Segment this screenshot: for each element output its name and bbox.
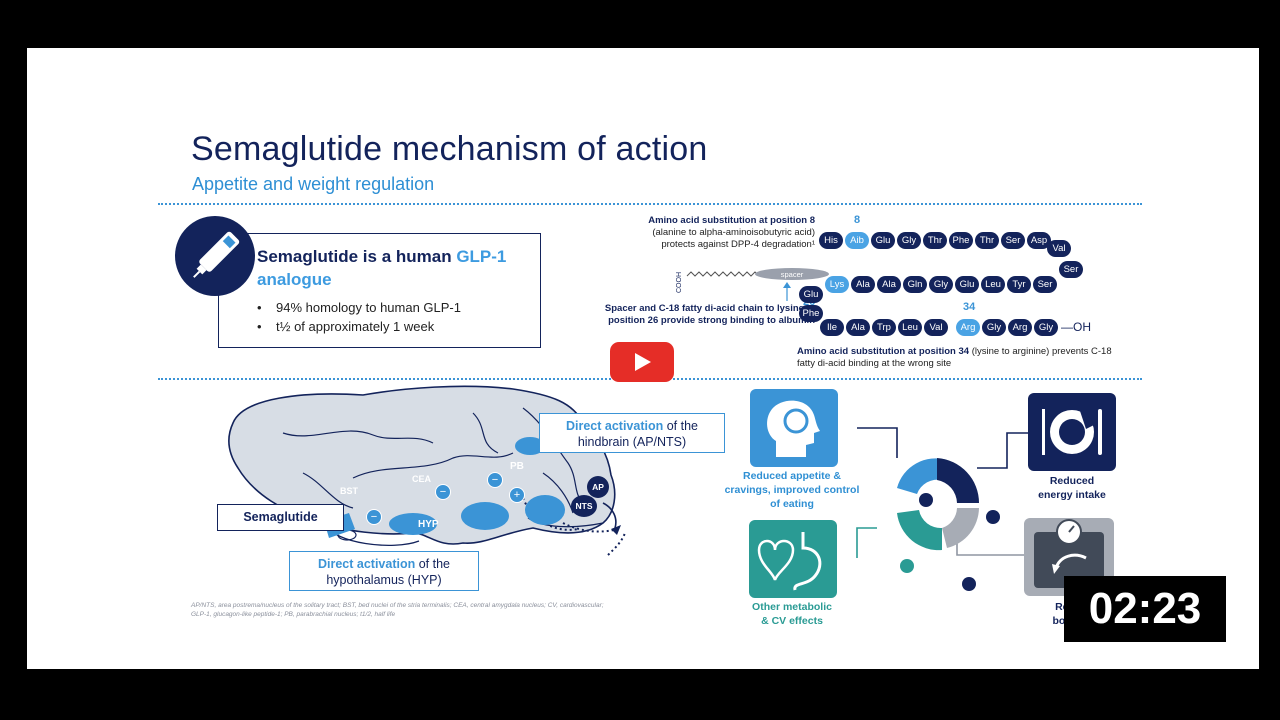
divider-top: [158, 203, 1142, 205]
aa-row3-6: Arg: [956, 319, 980, 336]
bst-label: BST: [340, 486, 358, 496]
aa-row2-9: Tyr: [1007, 276, 1031, 293]
play-icon: [635, 353, 651, 371]
minus-cea: −: [435, 484, 451, 500]
aa-row1-8: Ser: [1001, 232, 1025, 249]
aa-row2-1: Glu: [799, 286, 823, 303]
aa-row1-2: Aib: [845, 232, 869, 249]
aa-row1-3: Glu: [871, 232, 895, 249]
appetite-label: Reduced appetite &cravings, improved con…: [724, 470, 860, 510]
nts-badge: NTS: [571, 495, 597, 517]
aa-row2-6: Gly: [929, 276, 953, 293]
aa-val: Val: [1047, 240, 1071, 257]
aa-row3-8: Arg: [1008, 319, 1032, 336]
cea-label: CEA: [412, 474, 432, 484]
aa-row3-3: Trp: [872, 319, 896, 336]
position-34-number: 34: [963, 301, 976, 313]
minus-pb: −: [487, 472, 503, 488]
cooh-label: COOH: [676, 272, 683, 293]
substitution-8-note: Amino acid substitution at position 8 (a…: [648, 215, 815, 250]
brain-illustration: [228, 385, 626, 556]
slide-title: Semaglutide mechanism of action: [191, 130, 708, 168]
aa-row1-9: Asp: [1027, 232, 1051, 249]
pb-label: PB: [510, 461, 524, 472]
aa-row1-7: Thr: [975, 232, 999, 249]
slide-subtitle: Appetite and weight regulation: [192, 174, 435, 194]
video-timer: 02:23: [1064, 576, 1226, 642]
heart-stomach-icon: [749, 520, 837, 598]
aa-row2-7: Glu: [955, 276, 979, 293]
hypothalamus-label-box: Direct activation of the hypothalamus (H…: [289, 551, 479, 591]
effects-connectors: [856, 427, 1029, 591]
aa-row2-2: Lys: [825, 276, 849, 293]
aa-row1-5: Thr: [923, 232, 947, 249]
aa-row2-3: Ala: [851, 276, 875, 293]
aa-row1-6: Phe: [949, 232, 973, 249]
semaglutide-label-box: Semaglutide: [217, 504, 344, 531]
aa-ser-turn: Ser: [1059, 261, 1083, 278]
analogue-title-prefix: Semaglutide is a human: [257, 247, 457, 266]
spacer-note: Spacer and C-18 fatty di-acid chain to l…: [604, 303, 815, 326]
hyp-label: HYP: [418, 519, 439, 530]
aa-row3-4: Leu: [898, 319, 922, 336]
peptide-chain-svg: COOH spacer: [676, 268, 829, 301]
aa-row2-4: Ala: [877, 276, 901, 293]
spacer-label: spacer: [781, 270, 804, 279]
analogue-title: Semaglutide is a human GLP-1 analogue: [257, 245, 537, 291]
oh-terminal: —OH: [1061, 320, 1091, 334]
aa-row3-9: Gly: [1034, 319, 1058, 336]
analogue-title-suffix: analogue: [257, 270, 332, 289]
play-button[interactable]: [610, 342, 674, 382]
aa-row3-7: Gly: [982, 319, 1006, 336]
aa-row3-5: Val: [924, 319, 948, 336]
aa-row2-10: Ser: [1033, 276, 1057, 293]
plus-pb: +: [509, 487, 525, 503]
bullet-half-life: • t½ of approximately 1 week: [257, 319, 435, 334]
slide: Semaglutide mechanism of action Appetite…: [24, 45, 1262, 672]
hindbrain-label-box: Direct activation of the hindbrain (AP/N…: [539, 413, 725, 453]
substitution-34-note: Amino acid substitution at position 34 (…: [797, 346, 1112, 369]
analogue-box: Semaglutide is a human GLP-1 analogue • …: [218, 233, 541, 348]
metabolic-label: Other metabolic& CV effects: [752, 601, 832, 627]
injection-pen-icon: [175, 216, 255, 296]
aa-row3-1: Ile: [820, 319, 844, 336]
minus-bst: −: [366, 509, 382, 525]
aa-row3-2: Ala: [846, 319, 870, 336]
aa-phe: Phe: [799, 305, 823, 322]
aa-row1-1: His: [819, 232, 843, 249]
ap-badge: AP: [587, 476, 609, 498]
bullet-homology: • 94% homology to human GLP-1: [257, 300, 461, 315]
aa-row1-4: Gly: [897, 232, 921, 249]
plate-cutlery-icon: [1028, 393, 1116, 471]
analogue-title-highlight: GLP-1: [456, 247, 507, 266]
appetite-head-icon: [750, 389, 838, 467]
position-8-number: 8: [854, 214, 861, 226]
footnote: AP/NTS, area postrema/nucleus of the sol…: [191, 602, 604, 618]
aa-row2-5: Gln: [903, 276, 927, 293]
aa-row2-8: Leu: [981, 276, 1005, 293]
